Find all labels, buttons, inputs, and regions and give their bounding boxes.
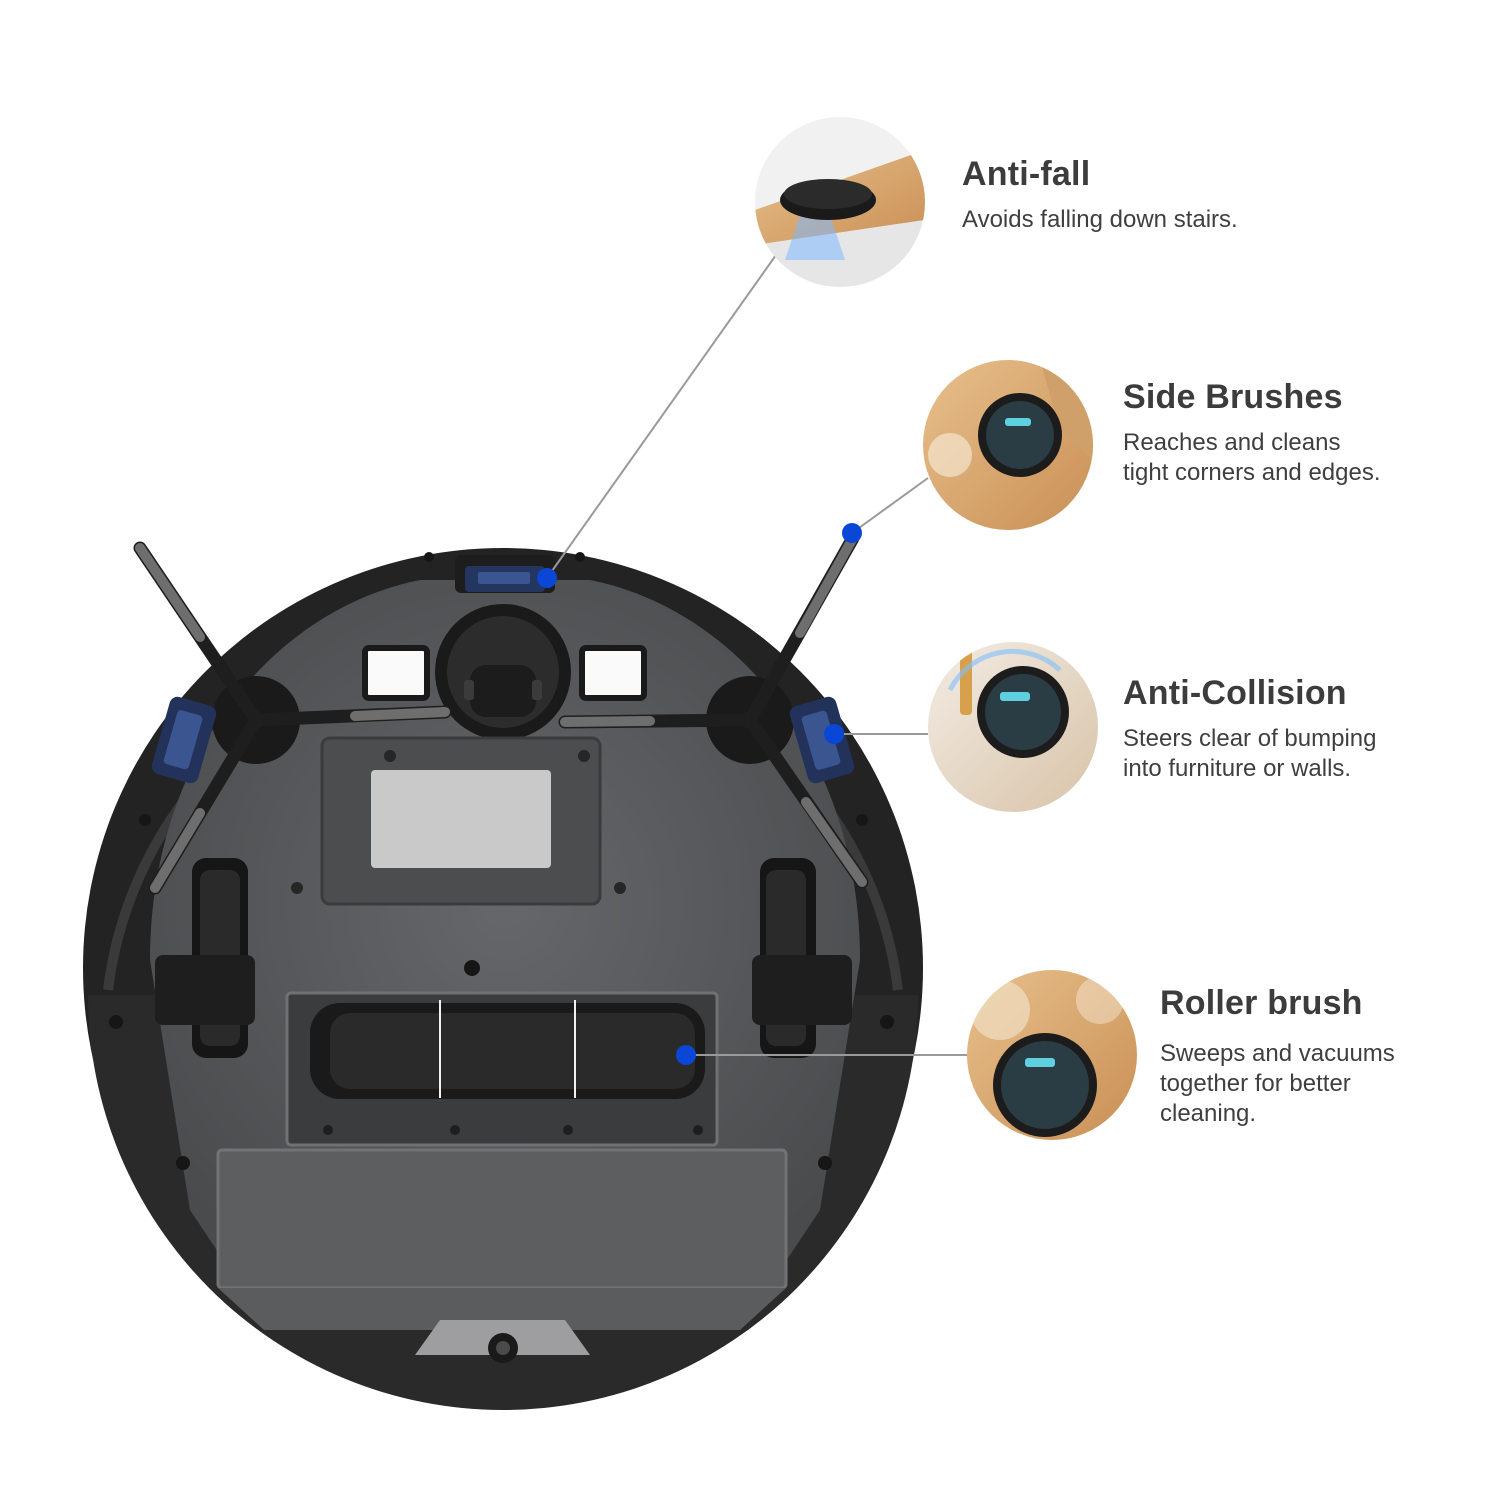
bumper-sensor-left [151,696,217,784]
side-brush-thumbnail [923,360,1093,530]
feature-description: Avoids falling down stairs. [962,205,1238,235]
feature-title: Side Brushes [1123,378,1343,416]
charge-contact-right [579,645,647,701]
description-line: Avoids falling down stairs. [962,206,1238,233]
description-line: Sweeps and vacuums [1160,1040,1395,1067]
feature-title: Roller brush [1160,984,1363,1022]
description-line: into furniture or walls. [1123,755,1352,782]
roller-brush-thumbnail [967,970,1137,1140]
side-brush-left [133,541,452,895]
callout-dot-anti-fall [537,568,557,588]
caster-wheel-icon [435,604,571,740]
charge-contact-left [362,645,430,701]
feature-title: Anti-fall [962,155,1091,193]
description-line: cleaning. [1160,1100,1257,1127]
description-line: Steers clear of bumping [1123,725,1377,752]
bumper-sensor-right [789,696,855,784]
callout-dot-anti-collision [824,724,844,744]
callout-dot-roller-brush [676,1045,696,1065]
feature-description: Sweeps and vacuums together for better c… [1160,1039,1395,1129]
description-line: Reaches and cleans [1123,429,1341,456]
description-line: together for better [1160,1070,1351,1097]
feature-title: Anti-Collision [1123,674,1347,712]
drive-wheel-icon [155,858,852,1058]
bumper-sensor-thumbnail [928,642,1098,812]
cliff-sensor-front [455,555,555,593]
feature-description: Steers clear of bumping into furniture o… [1123,724,1376,784]
description-line: tight corners and edges. [1123,459,1381,486]
rear-caster [415,1320,590,1363]
robot-vacuum-underside [83,531,923,1410]
feature-description: Reaches and cleans tight corners and edg… [1123,428,1381,488]
roller-brush-housing [285,991,719,1147]
callout-leaders [537,254,967,1065]
side-brush-right [558,531,869,889]
battery-cover [291,736,626,906]
callout-dot-side-brush [842,523,862,543]
cliff-sensor-thumbnail [755,117,925,287]
dustbin-icon [216,1148,788,1330]
body-screws [109,552,894,1170]
